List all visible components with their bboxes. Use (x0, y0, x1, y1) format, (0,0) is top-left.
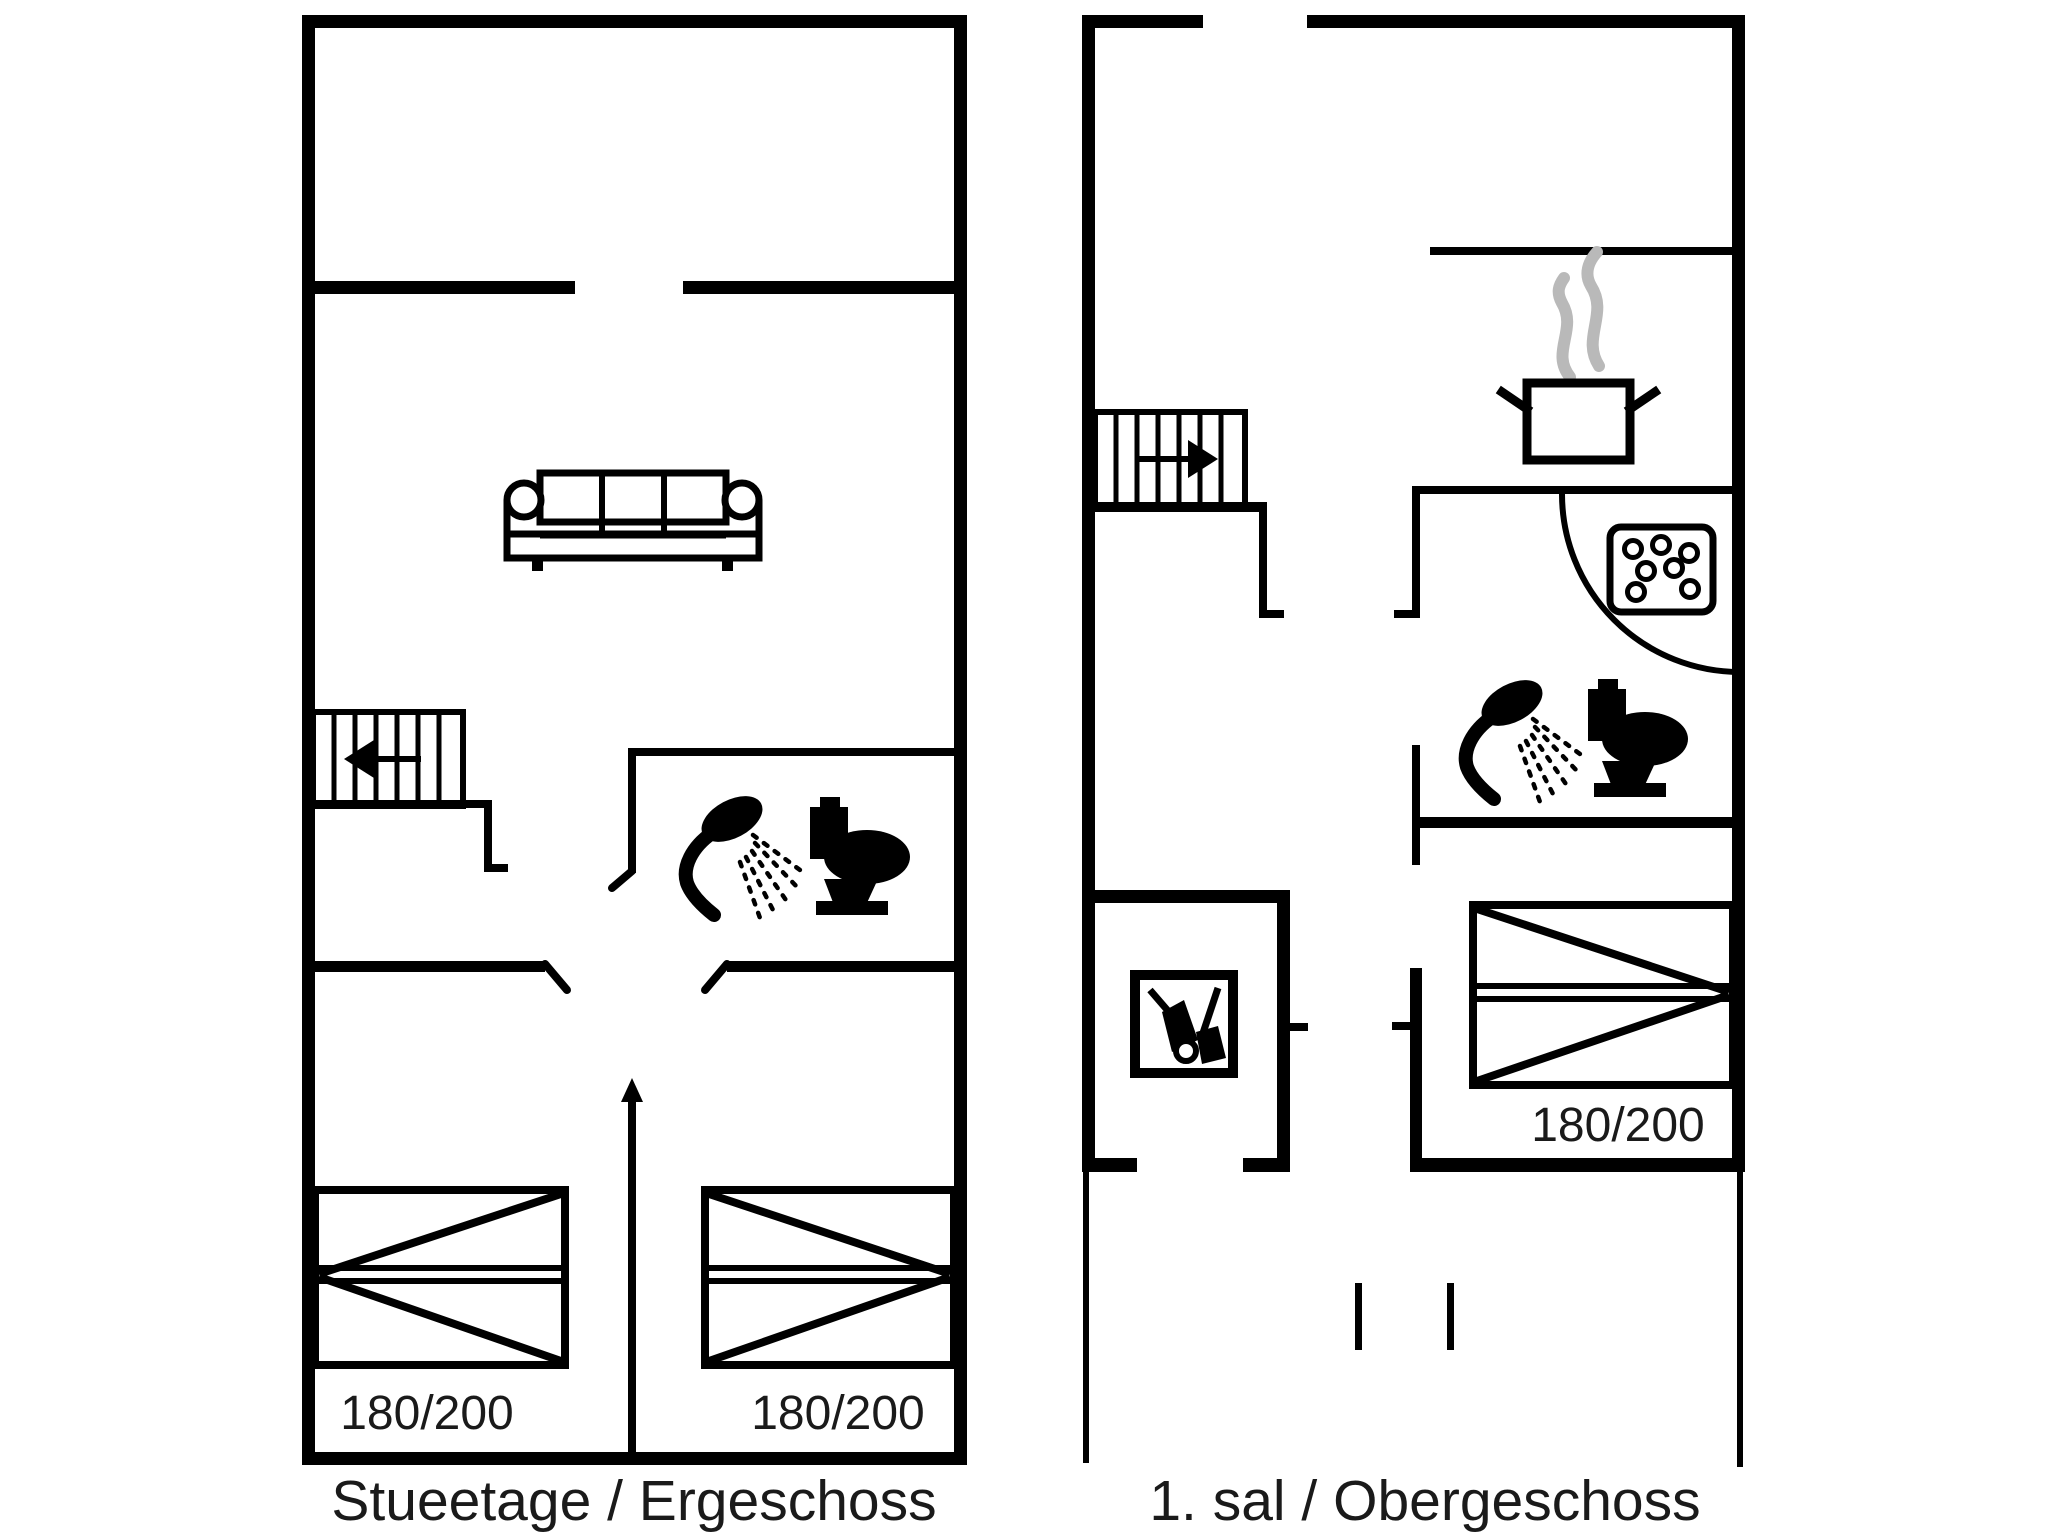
wall-segment (1243, 1158, 1290, 1172)
shower-icon (1466, 671, 1584, 802)
wall-segment (315, 281, 575, 294)
toilet-icon (810, 797, 910, 915)
wall-segment (1082, 1158, 1137, 1172)
terrace-wall-left (1083, 1172, 1089, 1463)
wall-segment (315, 961, 545, 972)
wall-segment (1412, 817, 1745, 828)
door-jamb-tick (1394, 610, 1412, 618)
railing-tick (1447, 1283, 1454, 1350)
wall-top (302, 15, 967, 28)
double-bed-icon (701, 1186, 958, 1369)
wall-segment (1277, 890, 1290, 1172)
bed-size-label: 180/200 (751, 1387, 925, 1440)
door-swing-arc-icon (1559, 493, 1741, 675)
wall-segment (683, 281, 954, 294)
ground-floor-plan: 180/200 180/200 Stueetage / Ergeschoss (302, 15, 967, 1533)
ground-outer-walls (302, 15, 967, 1465)
sofa-icon (503, 469, 763, 571)
wall-segment (1082, 890, 1290, 903)
door-jamb-tick (608, 867, 636, 892)
vacuum-cleaner-icon (1130, 970, 1238, 1078)
wall-segment (1410, 1158, 1745, 1172)
upper-floor-caption: 1. sal / Obergeschoss (1149, 1469, 1700, 1533)
wall-segment (628, 1097, 636, 1452)
wall-segment (484, 800, 492, 872)
wall-top (1082, 15, 1203, 28)
wall-segment (1412, 486, 1745, 494)
wall-segment (628, 748, 636, 873)
wall-segment (628, 748, 954, 756)
wall-top (1307, 15, 1745, 28)
terrace-wall-right (1737, 1172, 1743, 1467)
ground-floor-caption: Stueetage / Ergeschoss (331, 1469, 936, 1533)
wall-right (1732, 15, 1745, 1172)
wall-segment (1410, 968, 1422, 1172)
staircase-icon (1092, 409, 1248, 508)
door-jamb-tick (1392, 1022, 1410, 1030)
bed-size-label: 180/200 (1531, 1099, 1705, 1152)
wall-segment (727, 961, 954, 972)
upper-outer-walls (1082, 15, 1745, 1467)
ground-interior-walls (313, 281, 954, 1452)
divider-arrow-tick (621, 1078, 643, 1102)
stair-direction-arrow-right-icon (1188, 440, 1218, 478)
shower-icon (686, 787, 804, 918)
railing-tick (1355, 1283, 1362, 1350)
double-bed-icon (1469, 901, 1737, 1089)
wall-segment (484, 864, 508, 872)
wall-segment (1430, 247, 1745, 255)
toilet-icon (1588, 679, 1688, 797)
double-bed-icon (311, 1186, 569, 1369)
wall-segment (1259, 502, 1267, 618)
staircase-icon (310, 709, 466, 809)
door-jamb-tick (701, 960, 731, 994)
wall-segment (1412, 486, 1420, 618)
steam-icon (1552, 246, 1605, 383)
wall-left (302, 15, 315, 1465)
cooking-pot-icon (1495, 378, 1662, 465)
wall-right (954, 15, 967, 1465)
wall-segment (1412, 745, 1420, 865)
wall-bottom (302, 1452, 967, 1465)
hob-icon (1606, 523, 1717, 616)
door-jamb-tick (541, 960, 571, 994)
wall-segment (1259, 610, 1284, 618)
wall-left (1082, 15, 1095, 1172)
stair-direction-arrow-left-icon (344, 740, 374, 778)
upper-floor-plan: 180/200 1. sal / Obergeschoss (1082, 15, 1745, 1533)
door-jamb-tick (1290, 1023, 1308, 1031)
bed-size-label: 180/200 (340, 1387, 514, 1440)
